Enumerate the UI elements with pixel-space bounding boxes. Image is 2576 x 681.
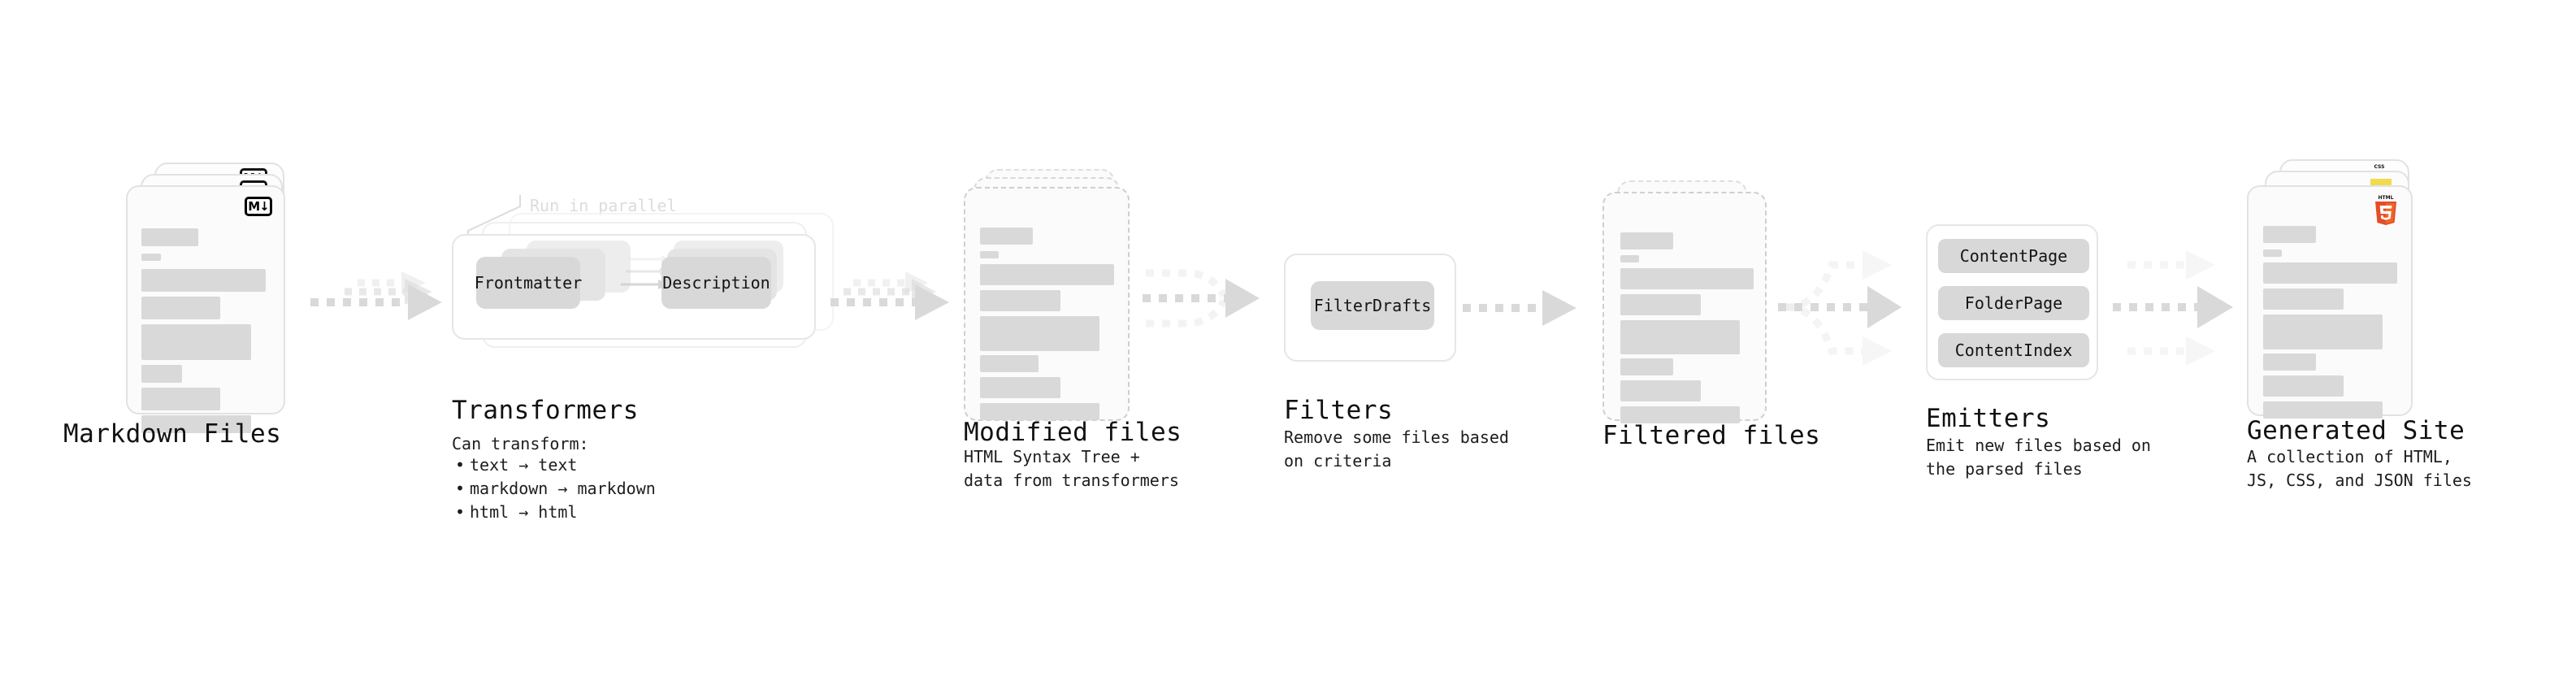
run-in-parallel-label: Run in parallel (530, 196, 677, 215)
generated-site-card-stack: CSS HTML (2247, 159, 2450, 419)
arrow-modified-to-filters (1138, 258, 1284, 344)
emitters-box: ContentPage FolderPage ContentIndex (1926, 224, 2098, 380)
transformer-chip-description[interactable]: Description (661, 257, 771, 309)
skeleton-line (141, 254, 161, 261)
skeleton-line (2263, 354, 2316, 371)
svg-text:HTML: HTML (2379, 195, 2394, 201)
skeleton-line (1620, 232, 1673, 249)
transformer-chip-frontmatter[interactable]: Frontmatter (475, 257, 582, 309)
skeleton-line (141, 324, 251, 360)
emitter-chip-contentpage[interactable]: ContentPage (1938, 239, 2089, 273)
skeleton-line (141, 415, 251, 433)
modified-files-subtitle: HTML Syntax Tree + data from transformer… (964, 447, 1179, 490)
emitter-chip-contentindex[interactable]: ContentIndex (1938, 333, 2089, 367)
transformers-group: Run in parallel x x x x Frontmatter (452, 195, 858, 382)
emitters-title: Emitters (1926, 404, 2051, 433)
skeleton-line (141, 269, 266, 292)
skeleton-line (2263, 314, 2383, 349)
skeleton-line (980, 316, 1099, 351)
skeleton-line (141, 388, 220, 410)
skeleton-line (2263, 226, 2316, 243)
generated-site-card-front: HTML (2247, 185, 2413, 419)
arrow-emitters-to-site (2113, 236, 2267, 378)
emitters-subtitle: Emit new files based on the parsed files (1926, 436, 2151, 479)
skeleton-line (1620, 294, 1701, 315)
filtered-file-card-front (1602, 192, 1767, 423)
emitter-chip-folderpage[interactable]: FolderPage (1938, 286, 2089, 320)
markdown-badge: M↓ (245, 197, 272, 216)
transformers-bullet-item: text → text (455, 453, 656, 477)
arrow-filters-to-filtered (1463, 286, 1593, 335)
modified-file-card-front (964, 187, 1130, 421)
skeleton-line (980, 290, 1060, 311)
skeleton-line (980, 264, 1114, 285)
skeleton-line (141, 365, 182, 383)
skeleton-line (2263, 401, 2383, 419)
css-badge-text: CSS (2374, 164, 2385, 170)
transformers-subtitle: Can transform: (452, 434, 589, 453)
skeleton-line (1620, 358, 1673, 375)
skeleton-line (980, 251, 999, 258)
html5-icon: HTML (2375, 195, 2396, 225)
skeleton-line (2263, 375, 2344, 397)
transformers-bullet-item: html → html (455, 501, 656, 524)
skeleton-line (2263, 262, 2397, 284)
skeleton-line (1620, 406, 1740, 423)
skeleton-line (1620, 255, 1639, 262)
arrow-filtered-to-emitters (1778, 236, 1924, 378)
generated-site-title: Generated Site (2247, 416, 2465, 445)
skeleton-line (980, 403, 1099, 420)
skeleton-line (980, 377, 1060, 398)
skeleton-line (2263, 249, 2282, 257)
modified-files-title: Modified files (964, 418, 1182, 447)
arrow-markdown-to-transformers (310, 268, 457, 333)
skeleton-line (980, 228, 1033, 245)
skeleton-line (1620, 268, 1754, 289)
markdown-files-card-stack: M↓ M↓ M↓ (126, 163, 337, 433)
markdown-file-card-front: M↓ (126, 185, 285, 433)
skeleton-line (1620, 380, 1701, 401)
modified-files-card-stack (964, 169, 1159, 421)
skeleton-line (141, 297, 220, 319)
filters-box: FilterDrafts (1284, 254, 1456, 362)
skeleton-line (2263, 288, 2344, 310)
filters-subtitle: Remove some files based on criteria (1284, 427, 1509, 471)
skeleton-line (980, 355, 1039, 372)
generated-site-subtitle: A collection of HTML, JS, CSS, and JSON … (2247, 447, 2472, 490)
transformers-bullet-item: markdown → markdown (455, 477, 656, 501)
filtered-files-title: Filtered files (1602, 421, 1821, 450)
arrow-transformers-to-modified (830, 268, 961, 333)
markdown-files-title: Markdown Files (63, 419, 282, 449)
transformers-title: Transformers (452, 396, 639, 425)
transformers-bullet-list: text → text markdown → markdown html → h… (455, 453, 656, 524)
skeleton-line (141, 228, 198, 246)
filter-chip-filterdrafts[interactable]: FilterDrafts (1311, 281, 1434, 330)
filters-title: Filters (1284, 396, 1394, 425)
skeleton-line (1620, 320, 1740, 354)
filtered-files-card-stack (1602, 180, 1798, 424)
